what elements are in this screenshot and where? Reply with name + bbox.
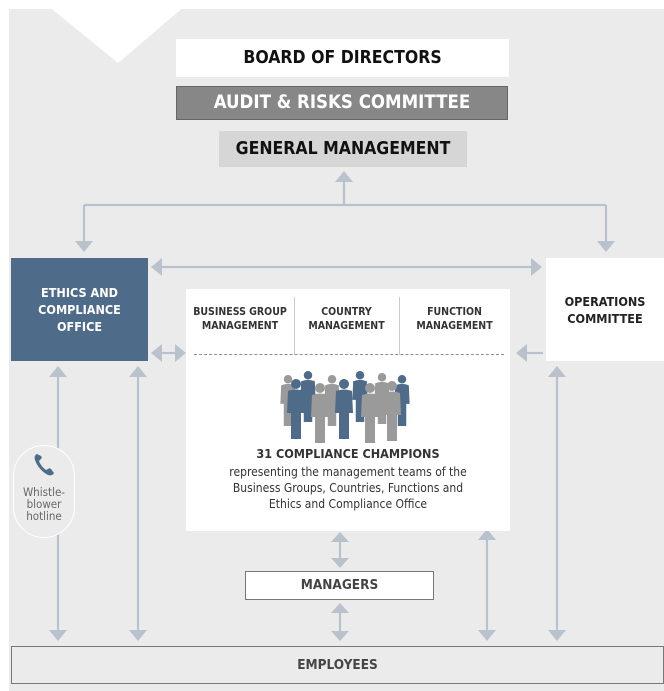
person-figure bbox=[361, 383, 379, 443]
person-figure bbox=[287, 379, 305, 439]
person-figure bbox=[311, 383, 329, 443]
country-line1: COUNTRY bbox=[321, 306, 372, 318]
country-line2: MANAGEMENT bbox=[308, 320, 385, 332]
ethics-compliance-office-box: ETHICS AND COMPLIANCE OFFICE bbox=[11, 258, 148, 361]
desc-line-1: representing the management teams of the bbox=[229, 465, 467, 479]
function-management: FUNCTION MANAGEMENT bbox=[399, 297, 510, 341]
operations-label: OPERATIONS COMMITTEE bbox=[564, 293, 646, 326]
people-group-icon bbox=[280, 371, 410, 443]
compliance-champions-panel: BUSINESS GROUP MANAGEMENT COUNTRY MANAGEME… bbox=[186, 289, 510, 531]
person-figure bbox=[383, 381, 401, 441]
managers-box: MANAGERS bbox=[245, 571, 434, 600]
employees-box: EMPLOYEES bbox=[11, 646, 664, 684]
divider bbox=[294, 297, 295, 355]
divider bbox=[399, 297, 400, 355]
business-group-line2: MANAGEMENT bbox=[201, 320, 279, 332]
dashed-divider bbox=[194, 354, 504, 355]
business-group-line1: BUSINESS GROUP bbox=[193, 306, 287, 318]
general-management-box: GENERAL MANAGEMENT bbox=[219, 131, 467, 167]
hotline-line-3: hotline bbox=[26, 509, 62, 523]
audit-committee-box: AUDIT & RISKS COMMITTEE bbox=[176, 86, 508, 120]
whistleblower-hotline: Whistle- blower hotline bbox=[13, 445, 75, 538]
desc-line-2: Business Groups, Countries, Functions an… bbox=[232, 481, 464, 495]
hotline-line-1: Whistle- bbox=[22, 485, 66, 499]
operations-committee-box: OPERATIONS COMMITTEE bbox=[546, 258, 664, 361]
business-group-management: BUSINESS GROUP MANAGEMENT bbox=[186, 297, 294, 341]
ethics-office-label: ETHICS AND COMPLIANCE OFFICE bbox=[38, 285, 121, 334]
board-of-directors-box: BOARD OF DIRECTORS bbox=[176, 39, 509, 77]
desc-line-3: Ethics and Compliance Office bbox=[268, 497, 428, 511]
person-figure bbox=[335, 379, 353, 439]
phone-icon bbox=[34, 454, 54, 476]
champions-title: 31 COMPLIANCE CHAMPIONS bbox=[256, 446, 440, 461]
hotline-line-2: blower bbox=[26, 497, 62, 511]
function-line2: MANAGEMENT bbox=[416, 320, 493, 332]
function-line1: FUNCTION bbox=[427, 306, 482, 318]
champions-description: representing the management teams of the… bbox=[186, 464, 510, 512]
country-management: COUNTRY MANAGEMENT bbox=[294, 297, 399, 341]
